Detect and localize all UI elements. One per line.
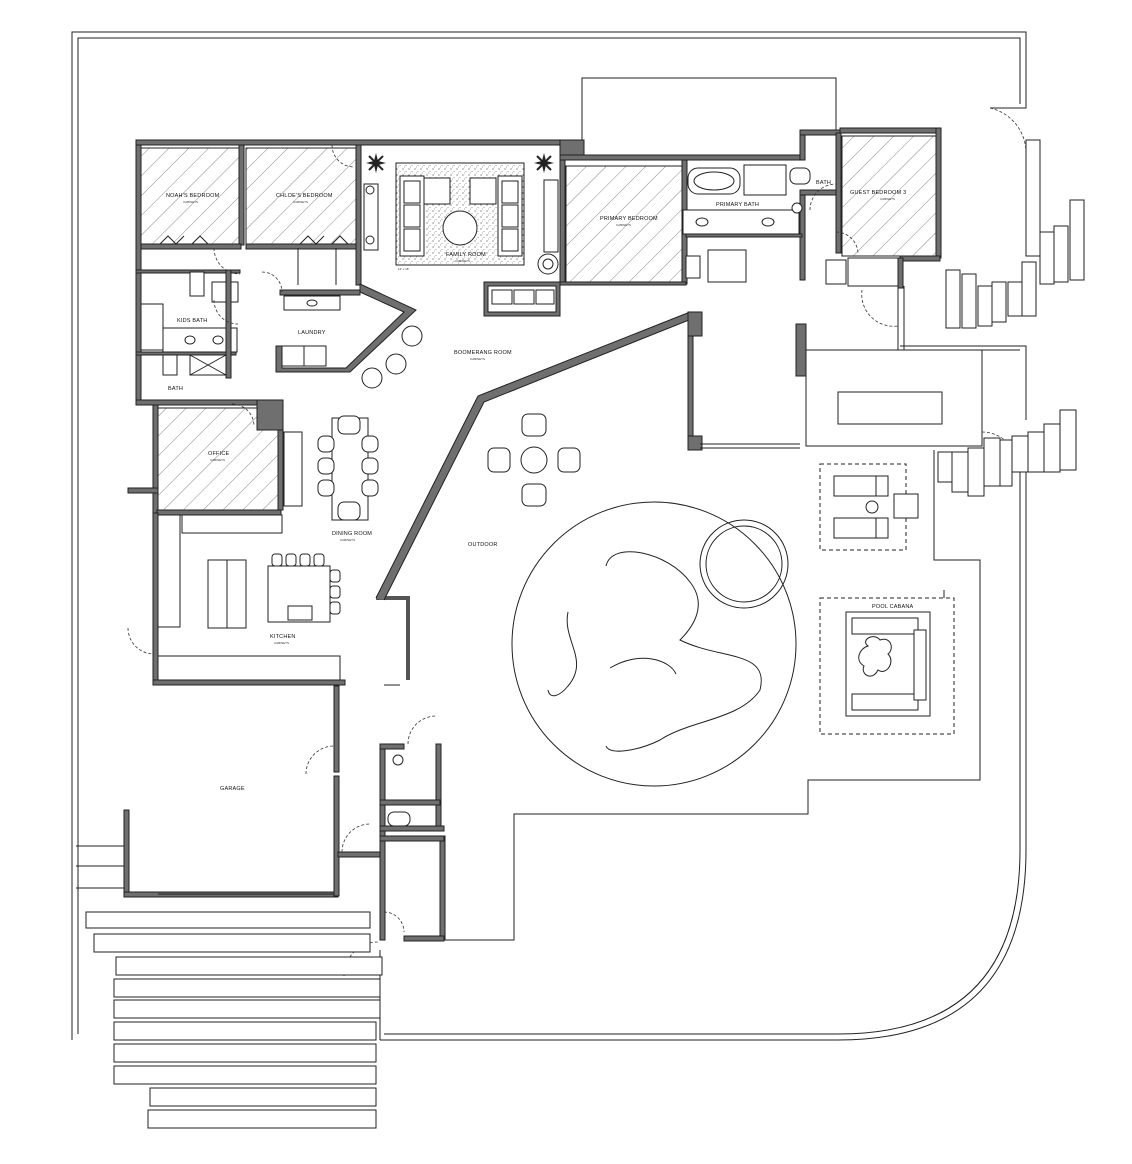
svg-text:CABINETS: CABINETS bbox=[274, 641, 289, 645]
outdoor-seating bbox=[487, 413, 581, 507]
plant-icon bbox=[534, 153, 554, 173]
lounge-area bbox=[819, 463, 919, 551]
boomerang-room-label: BOOMERANG ROOM bbox=[454, 350, 512, 356]
boomerang-wall bbox=[375, 286, 983, 601]
dining-room-label: DINING ROOM bbox=[332, 531, 372, 537]
door-swings bbox=[127, 107, 1027, 977]
chloes-bedroom-label: CHLOE'S BEDROOM bbox=[276, 193, 333, 199]
garage-label: GARAGE bbox=[220, 786, 245, 792]
office-dining bbox=[152, 399, 379, 521]
family-room-label: FAMILY ROOM bbox=[446, 252, 486, 258]
guest-bedroom-area bbox=[841, 135, 937, 257]
garage-area bbox=[123, 685, 446, 942]
svg-text:CABINETS: CABINETS bbox=[880, 197, 895, 201]
svg-text:CABINETS: CABINETS bbox=[470, 357, 485, 361]
property-boundary bbox=[71, 31, 1027, 1040]
primary-bedroom-area bbox=[565, 165, 683, 283]
pool-cabana-label: POOL CABANA bbox=[872, 604, 914, 610]
plant-icon bbox=[366, 153, 386, 173]
chloes-bedroom-area bbox=[245, 147, 357, 245]
laundry-area bbox=[275, 283, 423, 389]
pool-cabana bbox=[819, 590, 955, 735]
stairs-bottom-left bbox=[76, 845, 383, 1129]
left-wing bbox=[135, 248, 361, 406]
room-labels: NOAH'S BEDROOM CABINETS CHLOE'S BEDROOM … bbox=[166, 180, 914, 792]
kitchen-area bbox=[127, 487, 410, 686]
svg-text:CABINETS: CABINETS bbox=[183, 200, 198, 204]
deck-outline bbox=[440, 450, 981, 941]
svg-text:CABINETS: CABINETS bbox=[340, 538, 355, 542]
bath-left-label: BATH bbox=[168, 386, 183, 392]
family-room-dimension: 12' x 18' bbox=[398, 267, 409, 271]
primary-bath-fixtures bbox=[682, 164, 811, 283]
svg-text:CABINETS: CABINETS bbox=[210, 458, 225, 462]
bath-right-label: BATH bbox=[816, 180, 831, 186]
svg-text:CABINETS: CABINETS bbox=[455, 259, 470, 263]
guest-bedroom-label: GUEST BEDROOM 3 bbox=[850, 190, 906, 196]
kitchen-label: KITCHEN bbox=[270, 634, 296, 640]
svg-text:CABINETS: CABINETS bbox=[293, 200, 308, 204]
pool bbox=[511, 501, 797, 787]
noahs-bedroom-label: NOAH'S BEDROOM bbox=[166, 193, 220, 199]
stairs-right bbox=[937, 139, 1085, 497]
family-room-furniture bbox=[361, 139, 561, 317]
office-label: OFFICE bbox=[208, 451, 229, 457]
kids-bath-label: KIDS BATH bbox=[177, 318, 207, 324]
outdoor-label: OUTDOOR bbox=[468, 542, 498, 548]
laundry-label: LAUNDRY bbox=[298, 330, 326, 336]
svg-text:CABINETS: CABINETS bbox=[616, 223, 631, 227]
primary-bedroom-label: PRIMARY BEDROOM bbox=[600, 216, 658, 222]
primary-bath-label: PRIMARY BATH bbox=[716, 202, 759, 208]
